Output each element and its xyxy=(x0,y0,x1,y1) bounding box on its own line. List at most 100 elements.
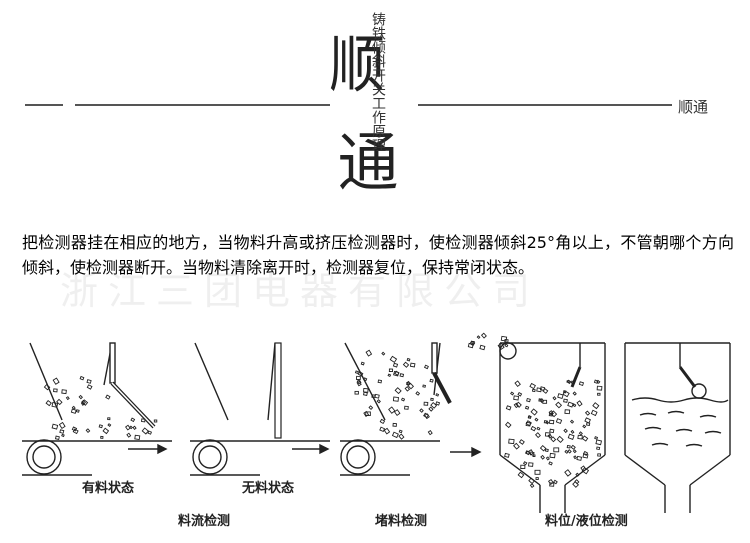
watermark: 浙江三团电器有限公司 xyxy=(60,269,541,313)
particle xyxy=(595,439,603,446)
particle xyxy=(556,435,564,444)
particle xyxy=(427,429,433,436)
particle xyxy=(388,406,396,414)
particle xyxy=(522,461,528,466)
particle xyxy=(126,432,132,438)
particle xyxy=(153,419,158,423)
particle xyxy=(584,417,591,424)
material-particles xyxy=(43,332,603,489)
caption-blockage: 堵料检测 xyxy=(375,514,428,529)
particle xyxy=(497,342,505,351)
particle xyxy=(596,385,603,391)
particle xyxy=(406,380,411,386)
particle xyxy=(75,409,80,413)
particle xyxy=(542,399,548,404)
roller-outer xyxy=(26,439,62,475)
particle xyxy=(392,396,399,402)
particle xyxy=(354,390,359,395)
particle xyxy=(505,405,512,411)
particle xyxy=(584,410,591,416)
particle xyxy=(400,397,406,402)
panel-silo-material xyxy=(499,342,606,513)
particle xyxy=(471,340,475,344)
particle xyxy=(354,370,359,375)
particle xyxy=(548,461,553,466)
particle xyxy=(513,442,520,450)
particle xyxy=(581,467,590,475)
particle xyxy=(557,393,564,400)
particle xyxy=(575,472,580,477)
particle xyxy=(596,446,601,451)
particle xyxy=(360,361,365,366)
particle xyxy=(61,433,65,438)
particle xyxy=(78,394,83,400)
particle xyxy=(435,401,441,406)
header-left-line-short xyxy=(25,104,63,106)
particle xyxy=(597,392,601,396)
particle xyxy=(125,424,131,431)
particle xyxy=(51,401,59,408)
particle xyxy=(504,343,509,348)
particle xyxy=(71,405,76,410)
particle xyxy=(102,427,110,435)
particle xyxy=(383,427,391,435)
particle xyxy=(594,436,599,440)
particle xyxy=(80,401,85,406)
particle xyxy=(58,421,66,429)
particle xyxy=(141,418,146,423)
particle xyxy=(363,388,369,393)
particle xyxy=(415,391,421,396)
particle xyxy=(572,391,577,396)
particle xyxy=(527,415,532,419)
particle xyxy=(430,401,438,409)
particle xyxy=(393,370,400,377)
particle xyxy=(550,436,557,443)
brand-small-label: 顺通 xyxy=(678,98,709,116)
particle xyxy=(388,368,394,373)
particle xyxy=(409,362,416,368)
particle xyxy=(387,373,392,378)
particle xyxy=(510,391,515,396)
particle xyxy=(45,399,52,407)
switch-mount xyxy=(109,342,116,384)
particle xyxy=(107,423,112,427)
particle xyxy=(429,378,434,383)
particle xyxy=(530,408,538,416)
particle xyxy=(363,377,368,382)
particle xyxy=(536,387,542,393)
roller-inner xyxy=(32,445,56,469)
particle xyxy=(376,399,381,404)
particle xyxy=(597,453,602,457)
particle xyxy=(402,361,410,368)
particle xyxy=(356,379,362,385)
particle xyxy=(582,450,589,456)
particle xyxy=(539,444,547,452)
particle xyxy=(147,430,152,435)
particle xyxy=(529,483,535,489)
particle xyxy=(549,419,555,425)
particle xyxy=(520,464,526,470)
label-no-material: 无料状态 xyxy=(242,481,295,496)
particle xyxy=(576,400,583,407)
particle xyxy=(404,386,411,392)
particle xyxy=(535,432,541,439)
particle xyxy=(105,394,111,400)
particle xyxy=(553,447,560,453)
particle xyxy=(469,340,476,347)
particle xyxy=(528,462,534,467)
particle xyxy=(85,428,91,434)
particle xyxy=(61,389,67,395)
particle xyxy=(555,401,563,409)
particle xyxy=(572,403,577,408)
particle xyxy=(529,451,535,456)
particle xyxy=(479,344,486,351)
particle xyxy=(371,394,376,398)
particle xyxy=(543,420,548,424)
particle xyxy=(394,387,402,395)
particle xyxy=(563,390,567,394)
particle xyxy=(566,444,571,449)
particle xyxy=(398,433,405,440)
particle xyxy=(534,469,541,475)
particle xyxy=(549,482,555,487)
